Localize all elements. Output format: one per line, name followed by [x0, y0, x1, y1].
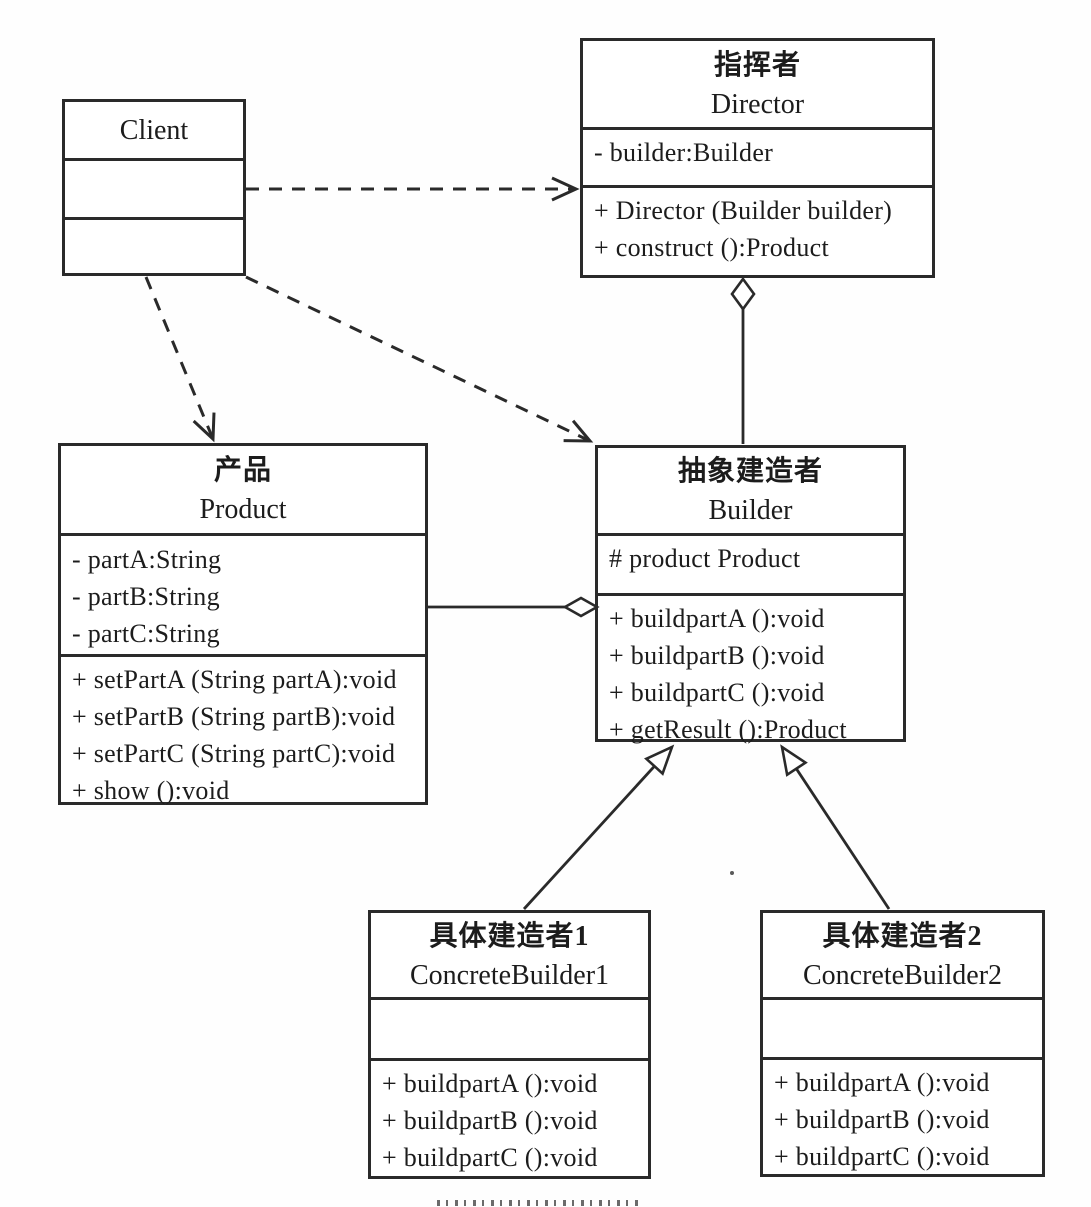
cropped-caption-fragment: [437, 1200, 642, 1206]
class-concretebuilder2-attributes-empty: [763, 997, 1042, 1057]
method-line: + buildpartC ():void: [382, 1143, 598, 1172]
method-line: + buildpartA ():void: [774, 1068, 990, 1097]
class-product: 产品 Product - partA:String - partB:String…: [58, 443, 428, 805]
aggregation-diamond-builder: [562, 596, 600, 618]
class-product-attributes: - partA:String - partB:String - partC:St…: [61, 533, 425, 654]
method-line: + setPartA (String partA):void: [72, 665, 397, 694]
method-line: + getResult ():Product: [609, 715, 847, 744]
scan-speck: [730, 871, 734, 875]
class-concretebuilder2-name-en: ConcreteBuilder2: [802, 959, 1003, 991]
class-director-name-cn: 指挥者: [713, 49, 801, 81]
class-director-attributes: - builder:Builder: [583, 127, 932, 185]
method-line: + buildpartC ():void: [609, 678, 825, 707]
method-line: + buildpartB ():void: [609, 641, 825, 670]
class-concretebuilder1-methods: + buildpartA ():void + buildpartB ():voi…: [371, 1058, 648, 1176]
class-client: Client: [62, 99, 246, 276]
method-line: + setPartC (String partC):void: [72, 739, 396, 768]
class-product-name-en: Product: [199, 494, 287, 525]
dependency-client-builder: [245, 275, 594, 443]
class-client-title: Client: [65, 102, 243, 158]
class-client-attributes-empty: [65, 158, 243, 217]
class-concretebuilder2: 具体建造者2 ConcreteBuilder2 + buildpartA ():…: [760, 910, 1045, 1177]
class-builder-attributes: # product Product: [598, 533, 903, 593]
generalization-concretebuilder2-builder: [780, 744, 891, 910]
class-director-methods: + Director (Builder builder) + construct…: [583, 185, 932, 275]
class-builder-title: 抽象建造者 Builder: [598, 448, 903, 533]
method-line: + buildpartC ():void: [774, 1142, 990, 1171]
class-concretebuilder2-title: 具体建造者2 ConcreteBuilder2: [763, 913, 1042, 997]
class-builder-name-en: Builder: [708, 495, 793, 526]
attribute-line: # product Product: [609, 544, 801, 573]
class-client-methods-empty: [65, 217, 243, 273]
aggregation-diamond-director: [730, 276, 756, 312]
class-builder: 抽象建造者 Builder # product Product + buildp…: [595, 445, 906, 744]
method-line: + buildpartB ():void: [774, 1105, 990, 1134]
class-client-name: Client: [119, 114, 189, 146]
class-concretebuilder1: 具体建造者1 ConcreteBuilder1 + buildpartA ():…: [368, 910, 651, 1179]
class-concretebuilder1-title: 具体建造者1 ConcreteBuilder1: [371, 913, 648, 997]
class-product-methods: + setPartA (String partA):void + setPart…: [61, 654, 425, 809]
dependency-client-product: [144, 276, 216, 443]
class-concretebuilder2-name-cn: 具体建造者2: [822, 920, 983, 952]
class-concretebuilder2-methods: + buildpartA ():void + buildpartB ():voi…: [763, 1057, 1042, 1175]
generalization-concretebuilder1-builder: [522, 744, 675, 910]
class-director-name-en: Director: [710, 88, 805, 120]
method-line: + buildpartB ():void: [382, 1106, 598, 1135]
method-line: + Director (Builder builder): [594, 196, 893, 225]
method-line: + buildpartA ():void: [382, 1069, 598, 1098]
class-concretebuilder1-name-en: ConcreteBuilder1: [409, 959, 610, 991]
method-line: + setPartB (String partB):void: [72, 702, 396, 731]
method-line: + buildpartA ():void: [609, 604, 825, 633]
attribute-line: - builder:Builder: [594, 138, 774, 167]
class-director-title: 指挥者 Director: [583, 41, 932, 127]
attribute-line: - partB:String: [72, 582, 220, 611]
class-concretebuilder1-name-cn: 具体建造者1: [429, 920, 590, 952]
attribute-line: - partA:String: [72, 545, 222, 574]
method-line: + show ():void: [72, 776, 230, 805]
method-line: + construct ():Product: [594, 233, 829, 262]
class-product-title: 产品 Product: [61, 446, 425, 533]
attribute-line: - partC:String: [72, 619, 220, 648]
class-concretebuilder1-attributes-empty: [371, 997, 648, 1058]
class-builder-methods: + buildpartA ():void + buildpartB ():voi…: [598, 593, 903, 748]
class-builder-name-cn: 抽象建造者: [677, 456, 823, 487]
class-director: 指挥者 Director - builder:Builder + Directo…: [580, 38, 935, 278]
class-product-name-cn: 产品: [213, 455, 272, 486]
